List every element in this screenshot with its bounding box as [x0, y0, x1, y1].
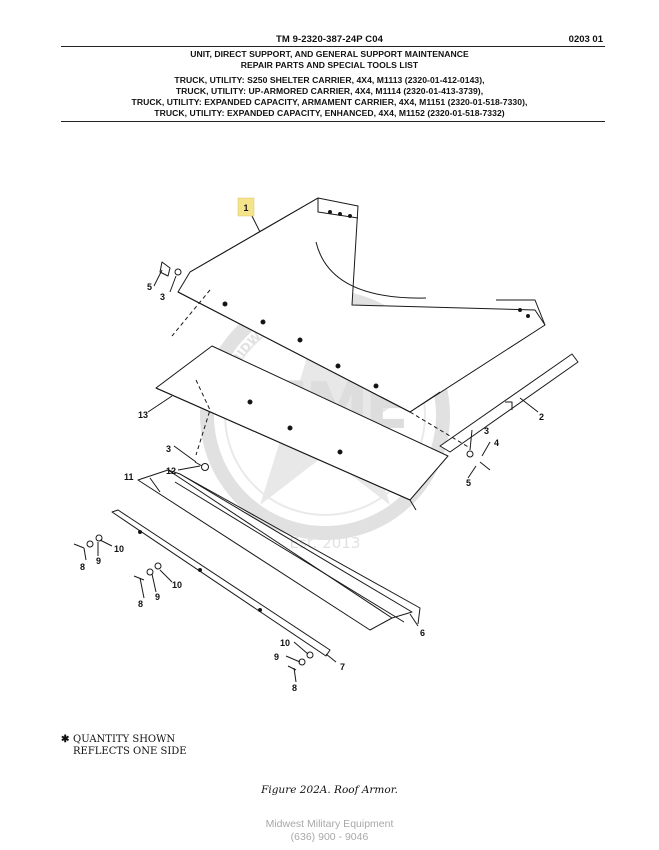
callout-7: 7 — [340, 662, 345, 672]
fasteners — [73, 261, 491, 671]
callout-10: 10 — [280, 638, 290, 648]
callout-5: 5 — [147, 282, 152, 292]
callout-10: 10 — [172, 580, 182, 590]
footer-company: Midwest Military Equipment — [265, 818, 394, 830]
exploded-view-illustration: MME Est. 2013 MIDWEST MILITARY EQUIPMENT — [73, 197, 579, 693]
callout-3: 3 — [160, 292, 165, 302]
callout-2: 2 — [539, 412, 544, 422]
callout-3: 3 — [484, 426, 489, 436]
callout-8: 8 — [292, 683, 297, 693]
figure-caption: Figure 202A. Roof Armor. — [261, 784, 398, 796]
callout-8: 8 — [138, 599, 143, 609]
callout-3: 3 — [166, 444, 171, 454]
callout-12: 12 — [166, 466, 176, 476]
leader-lines — [83, 211, 539, 683]
watermark-est: Est. 2013 — [290, 534, 361, 552]
note-line-2: REFLECTS ONE SIDE — [73, 746, 187, 757]
header-title-line-1: UNIT, DIRECT SUPPORT, AND GENERAL SUPPOR… — [190, 49, 469, 59]
roof-armor-plate — [177, 197, 546, 413]
callout-9: 9 — [155, 592, 160, 602]
callout-6: 6 — [420, 628, 425, 638]
callouts: 1 2 3 3 3 4 5 5 6 7 8 8 8 9 9 9 10 10 10… — [80, 203, 544, 693]
footer-phone: (636) 900 - 9046 — [290, 831, 369, 843]
asterisk-icon: ✱ — [61, 734, 70, 745]
vehicle-line-2: TRUCK, UTILITY: UP-ARMORED CARRIER, 4X4,… — [175, 86, 484, 96]
liner-panel — [155, 345, 449, 511]
note-line-1: QUANTITY SHOWN — [73, 734, 176, 745]
callout-5: 5 — [466, 478, 471, 488]
tm-number: TM 9-2320-387-24P C04 — [275, 34, 383, 45]
header-rule-bottom — [61, 121, 605, 122]
header-title-line-2: REPAIR PARTS AND SPECIAL TOOLS LIST — [240, 60, 419, 70]
work-package-number: 0203 01 — [568, 34, 603, 45]
callout-4: 4 — [494, 438, 499, 448]
lower-bar — [111, 509, 331, 657]
callout-1: 1 — [243, 203, 248, 213]
alignment-lines — [171, 289, 471, 456]
callout-1-highlight — [237, 197, 255, 217]
vehicle-line-3: TRUCK, UTILITY: EXPANDED CAPACITY, ARMAM… — [131, 97, 528, 107]
callout-8: 8 — [80, 562, 85, 572]
callout-10: 10 — [114, 544, 124, 554]
callout-9: 9 — [274, 652, 279, 662]
vehicle-line-4: TRUCK, UTILITY: EXPANDED CAPACITY, ENHAN… — [154, 108, 505, 118]
vehicle-line-1: TRUCK, UTILITY: S250 SHELTER CARRIER, 4X… — [174, 75, 485, 85]
rail-assembly — [137, 469, 421, 631]
side-strip — [439, 353, 579, 453]
callout-13: 13 — [138, 410, 148, 420]
header-rule-top — [61, 46, 605, 47]
callout-11: 11 — [124, 472, 134, 482]
callout-9: 9 — [96, 556, 101, 566]
quantity-note: ✱QUANTITY SHOWN REFLECTS ONE SIDE — [61, 734, 187, 758]
header-top-row: TM 9-2320-387-24P C04 0203 01 — [0, 34, 659, 48]
